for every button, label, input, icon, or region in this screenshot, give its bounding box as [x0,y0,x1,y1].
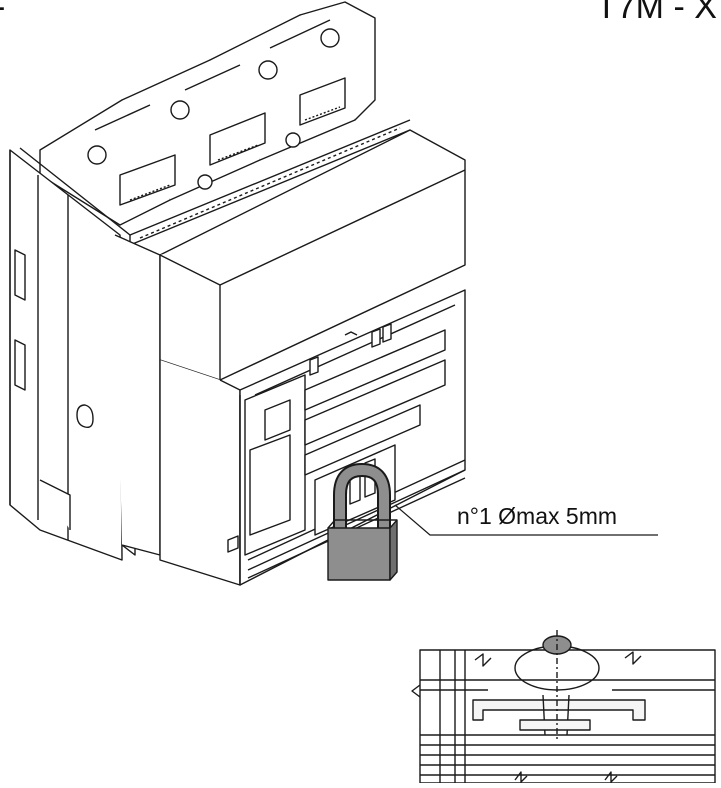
page-title: T7M - X [596,0,717,26]
callout-leader [394,504,658,536]
left-side-panel [9,149,161,561]
terminal-cages [39,1,376,226]
padlock [327,463,398,581]
title-left-fragment: - [0,0,5,27]
breaker-body [159,129,466,586]
padlock-note-label: n°1 Ømax 5mm [457,503,618,529]
detail-section [411,630,716,784]
